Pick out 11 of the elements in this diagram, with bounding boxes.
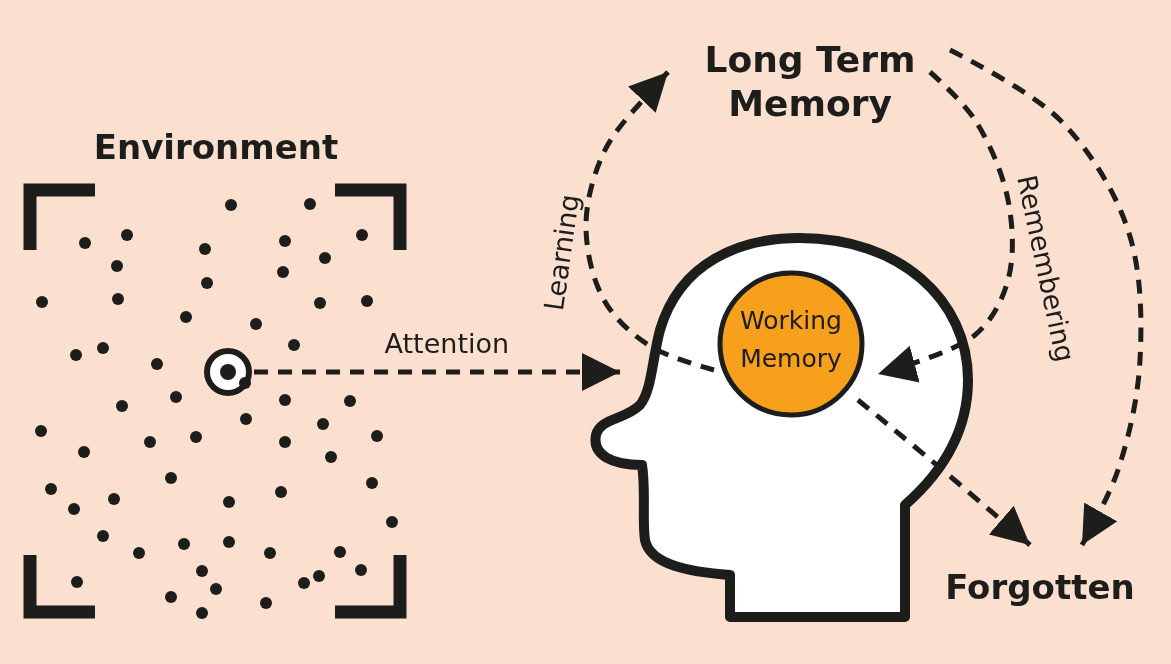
outcome-label: Forgotten [944,566,1136,609]
heading: Environment [92,126,340,169]
dashed-arrow [856,398,1032,547]
node-label: Working Memory [739,305,843,375]
dashed-arrow [583,70,715,373]
title-label: Long Term Memory [703,38,917,126]
dashed-arrow [877,70,1015,383]
edge-label: Attention [384,327,510,359]
dashed-arrow [948,47,1144,547]
dashed-arrow [254,353,620,391]
edge-label: Learning [537,191,585,313]
